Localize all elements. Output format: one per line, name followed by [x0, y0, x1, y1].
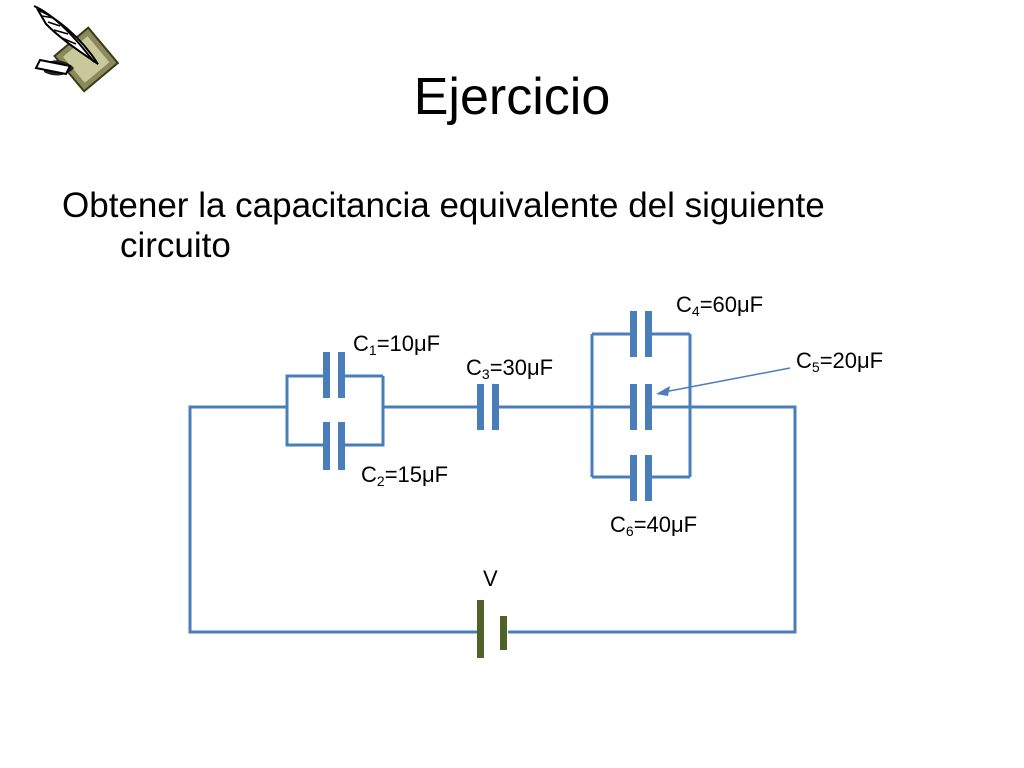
wire-c1-branch — [285, 374, 325, 407]
capacitor-c5-plate-a — [630, 384, 637, 430]
capacitor-c5-plate-b — [645, 384, 652, 430]
instruction-line-1: Obtener la capacitancia equivalente del … — [62, 186, 825, 225]
capacitor-c2-plate-a — [323, 422, 330, 470]
circuit-wires — [188, 332, 797, 634]
slide-title: Ejercicio — [413, 68, 611, 126]
wire-right-outer — [508, 405, 797, 634]
capacitor-c1-plate-a — [323, 352, 330, 398]
capacitor-label-c1: C1=10μF — [353, 331, 441, 358]
capacitor-label-c2: C2=15μF — [361, 462, 449, 489]
capacitor-c4-plate-b — [645, 311, 652, 357]
capacitor-label-c4: C4=60μF — [676, 292, 764, 319]
capacitor-c4-plate-a — [630, 311, 637, 357]
capacitor-c2-plate-b — [338, 422, 345, 470]
capacitor-label-c3: C3=30μF — [466, 355, 554, 382]
wire-left-outer — [188, 405, 480, 634]
capacitor-c6-plate-a — [630, 455, 637, 501]
battery-long-plate — [477, 600, 484, 658]
capacitor-c6-plate-b — [645, 455, 652, 501]
c5-pointer-arrow — [656, 367, 791, 396]
battery-symbol — [477, 600, 507, 658]
instruction-line-2: circuito — [120, 226, 231, 265]
capacitor-c1-plate-b — [338, 352, 345, 398]
instruction-text: Obtener la capacitancia equivalente del … — [62, 186, 962, 266]
battery-short-plate — [500, 616, 507, 650]
quill-pen-icon — [33, 5, 120, 93]
voltage-source-label: V — [483, 566, 498, 591]
capacitor-c3-plate-b — [492, 384, 499, 430]
capacitor-label-c5: C5=20μF — [796, 348, 884, 375]
capacitor-label-c6: C6=40μF — [610, 512, 698, 539]
capacitor-c3-plate-a — [477, 384, 484, 430]
wire-c2-branch — [285, 407, 325, 447]
wire-c2-right — [343, 376, 385, 447]
capacitor-plates — [323, 311, 652, 501]
